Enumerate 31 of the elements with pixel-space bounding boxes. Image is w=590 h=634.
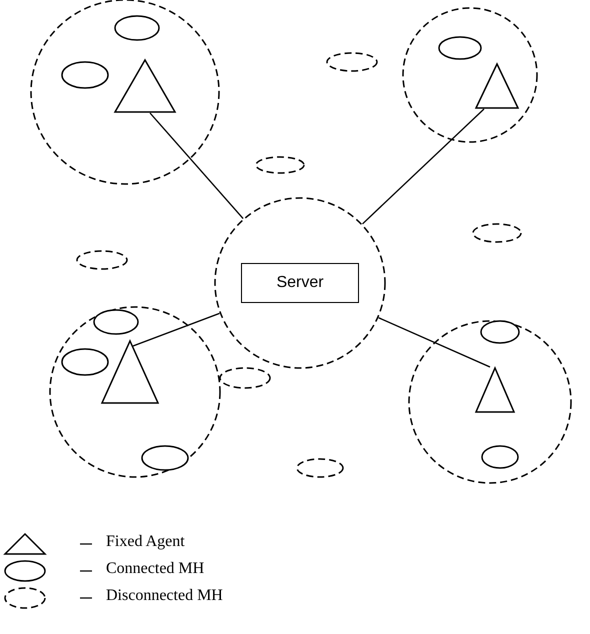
fixed-agent-triangle xyxy=(475,367,515,413)
link-line xyxy=(362,108,484,224)
disconnected-host-ellipse xyxy=(472,223,522,243)
disconnected-host-ellipse xyxy=(219,367,271,389)
coverage-area xyxy=(49,306,221,478)
connected-host-ellipse xyxy=(114,15,160,41)
fixed-agent-triangle xyxy=(475,63,519,109)
link-line xyxy=(378,317,490,368)
disconnected-host-ellipse xyxy=(326,52,378,72)
connected-host-ellipse xyxy=(481,445,519,469)
legend-text: Disconnected MH xyxy=(106,587,223,605)
connected-host-ellipse xyxy=(61,61,109,89)
link-line xyxy=(132,312,220,347)
connected-host-ellipse xyxy=(61,348,109,376)
disconnected-host-ellipse xyxy=(76,250,128,270)
connected-host-ellipse xyxy=(93,309,139,335)
coverage-area xyxy=(30,0,220,185)
disconnected-host-ellipse xyxy=(255,156,305,174)
server-box: Server xyxy=(241,263,359,303)
connected-host-ellipse xyxy=(141,445,189,471)
fixed-agent-triangle xyxy=(114,59,176,113)
coverage-area xyxy=(214,197,386,369)
legend-text: Connected MH xyxy=(106,560,204,578)
disconnected-host-ellipse xyxy=(296,458,344,478)
legend-text: Fixed Agent xyxy=(106,533,185,551)
connected-host-ellipse xyxy=(480,320,520,344)
fixed-agent-triangle xyxy=(101,340,159,404)
coverage-area xyxy=(408,320,572,484)
link-line xyxy=(150,112,244,219)
coverage-area xyxy=(402,7,538,143)
connected-host-ellipse xyxy=(438,36,482,60)
